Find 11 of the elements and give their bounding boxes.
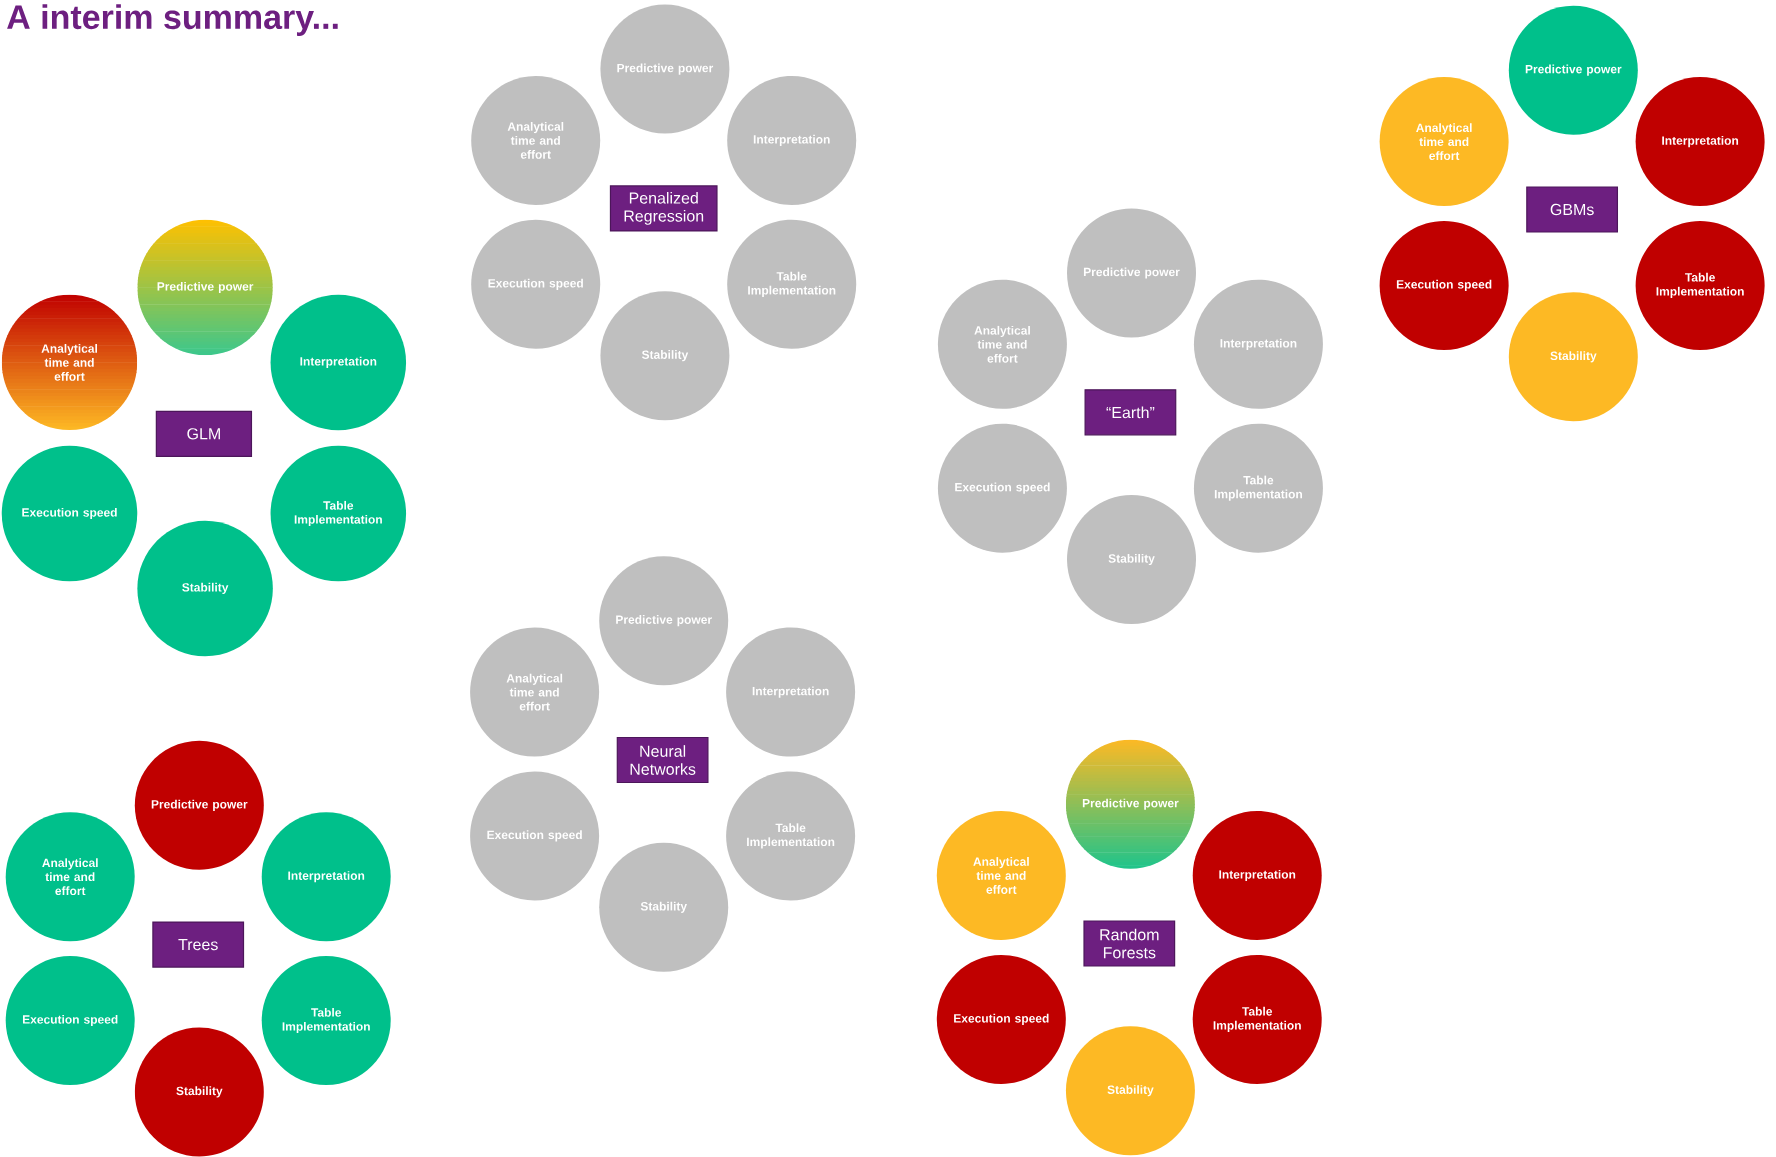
label-box: Penalized Regression bbox=[609, 185, 718, 232]
label-box: “Earth” bbox=[1084, 389, 1177, 436]
label-box: Trees bbox=[152, 921, 245, 968]
node-label: Predictive power bbox=[1082, 798, 1179, 810]
label-box: Neural Networks bbox=[616, 736, 709, 784]
title: A interim summary... bbox=[7, 4, 338, 36]
node-label: Analytical time and effort bbox=[41, 344, 97, 381]
label-box: GLM bbox=[155, 410, 253, 457]
label-box: GBMs bbox=[1526, 186, 1618, 233]
label-box: Random Forests bbox=[1083, 920, 1176, 967]
node-label: Predictive power bbox=[157, 281, 254, 294]
